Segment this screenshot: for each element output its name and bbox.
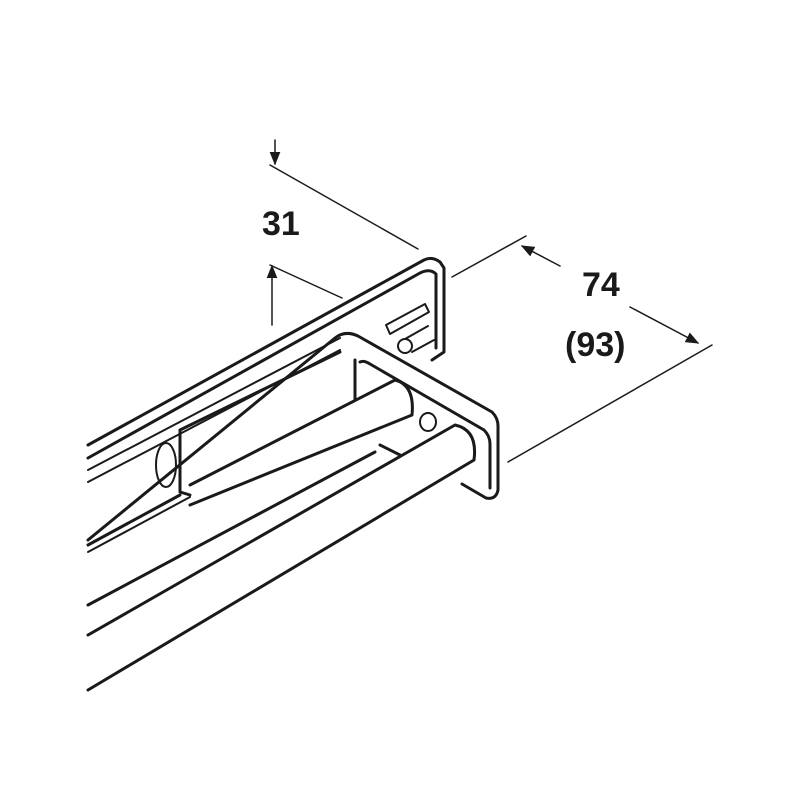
rail-profile — [86, 256, 446, 553]
width-dimension — [451, 235, 713, 463]
width-label: 74 — [582, 266, 620, 304]
width-alt-label: (93) — [565, 326, 626, 364]
end-bracket — [86, 331, 500, 542]
rods — [86, 378, 477, 692]
height-dimension — [266, 139, 419, 326]
height-label: 31 — [262, 205, 300, 243]
